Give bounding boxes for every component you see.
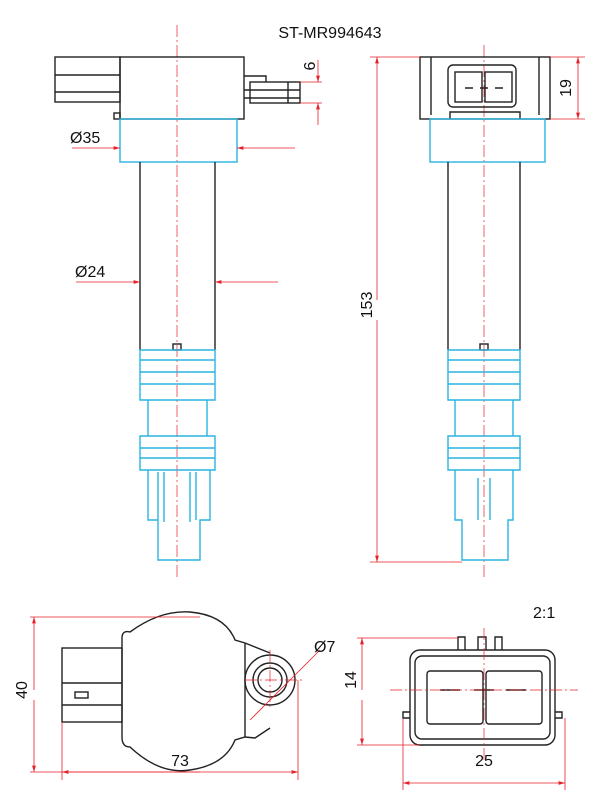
scale-label: 2:1 — [533, 605, 555, 622]
side-view: 6 Ø35 Ø24 — [54, 25, 322, 580]
dim-connector-height: 14 — [343, 671, 360, 689]
part-number-title: ST-MR994643 — [278, 25, 381, 42]
dim-terminal-height: 6 — [302, 61, 319, 70]
dim-tube-diameter: Ø24 — [75, 264, 105, 281]
front-view: 153 19 — [359, 45, 585, 580]
dim-total-length: 153 — [359, 292, 376, 319]
dim-bottom-height: 40 — [14, 681, 31, 699]
dim-connector-width: 25 — [475, 753, 493, 770]
dim-head-height: 19 — [558, 79, 575, 97]
dim-bottom-length: 73 — [171, 753, 189, 770]
bottom-view: Ø7 40 73 — [14, 611, 335, 780]
dim-cap-diameter: Ø35 — [70, 130, 100, 147]
dim-hole-diameter: Ø7 — [314, 639, 335, 656]
connector-detail: 2:1 14 25 — [343, 605, 578, 790]
